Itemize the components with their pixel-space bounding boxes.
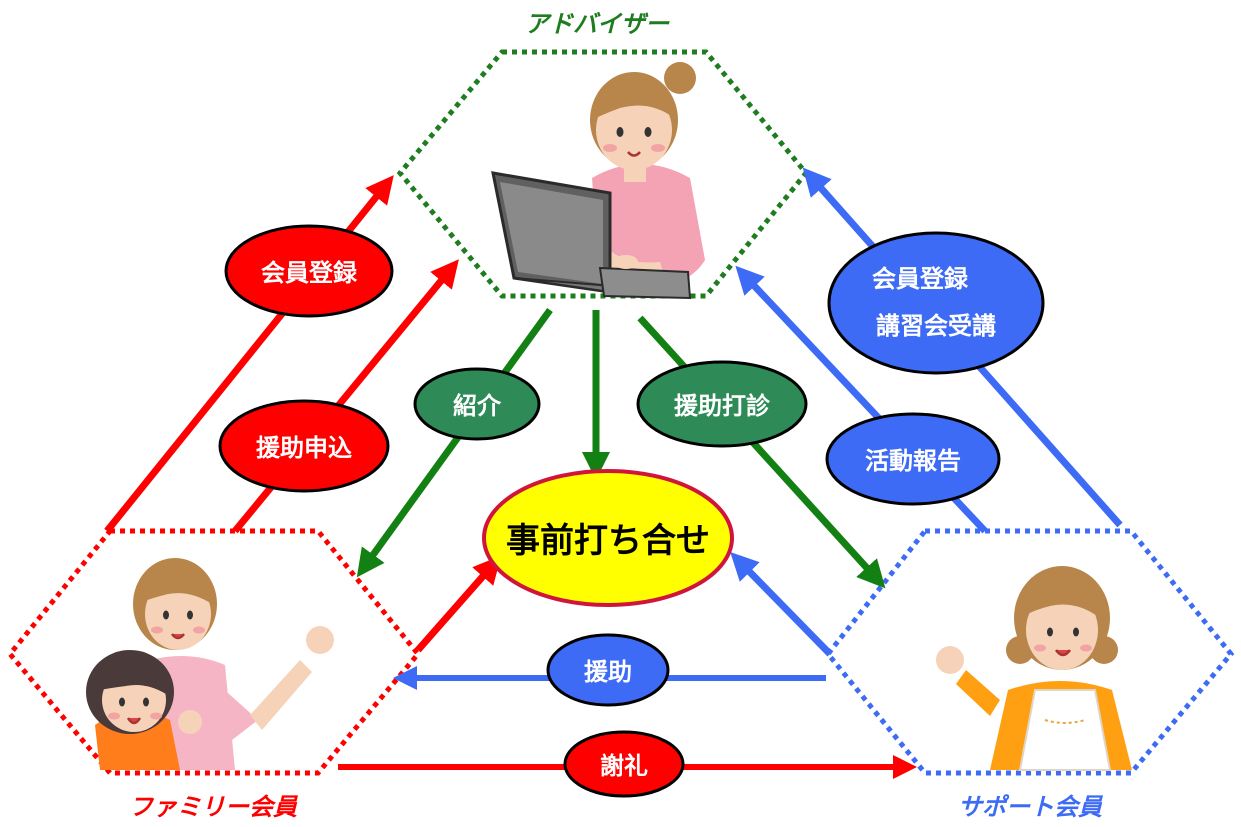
introduce-label: 紹介 <box>453 392 502 420</box>
introduce-oval: 紹介 <box>413 367 541 441</box>
support-member-in-apron-illustration <box>936 566 1132 771</box>
thanks-label: 謝礼 <box>600 752 648 780</box>
support-oval: 援助 <box>546 633 670 707</box>
support-register-label-line2: 講習会受講 <box>876 312 996 340</box>
family-register-label: 会員登録 <box>261 259 358 287</box>
family-hexagon <box>6 528 422 776</box>
family-request-label: 援助申込 <box>256 434 352 462</box>
family-title: ファミリー会員 <box>129 793 299 821</box>
mother-and-child-illustration <box>86 558 334 770</box>
sound-out-oval: 援助打診 <box>636 360 808 448</box>
advisor-title: アドバイザー <box>525 10 670 38</box>
activity-report-label: 活動報告 <box>865 447 961 475</box>
sound-out-label: 援助打診 <box>674 392 771 420</box>
support-to-meeting-arrow <box>730 551 833 657</box>
family-request-oval: 援助申込 <box>218 399 390 493</box>
activity-report-oval: 活動報告 <box>825 412 1001 506</box>
advisor-with-laptop-illustration <box>491 62 705 300</box>
pre-meeting-oval: 事前打ち合せ <box>482 469 734 607</box>
support-title: サポート会員 <box>958 793 1104 821</box>
support-label: 援助 <box>584 658 632 686</box>
family-to-meeting-arrow <box>415 555 502 653</box>
support-register-label-line1: 会員登録 <box>872 265 969 293</box>
support-register-oval: 会員登録 講習会受講 <box>827 231 1045 375</box>
thanks-oval: 謝礼 <box>563 730 685 798</box>
family-register-oval: 会員登録 <box>224 224 394 318</box>
advisor-hexagon <box>396 49 810 299</box>
sound-out-arrow <box>637 315 886 589</box>
pre-meeting-label: 事前打ち合せ <box>506 521 710 561</box>
